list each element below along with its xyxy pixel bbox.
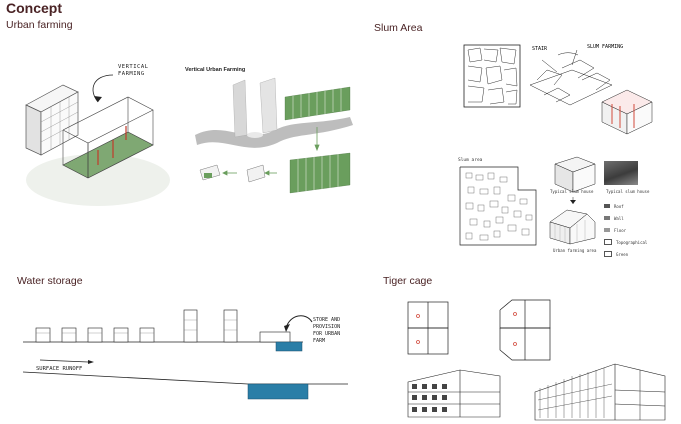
legend-item: Topographical bbox=[604, 236, 647, 248]
section-label-tiger-cage: Tiger cage bbox=[383, 275, 432, 287]
slum-note-farming: SLUM FARMING bbox=[587, 44, 623, 50]
slum-house-label: Typical slum house bbox=[550, 189, 593, 194]
tiger-cage-buildings bbox=[400, 362, 680, 422]
legend-swatch bbox=[604, 216, 610, 220]
legend-label: Floor bbox=[614, 228, 626, 233]
section-label-urban-farming: Urban farming bbox=[6, 19, 73, 31]
vertical-urban-farming-render bbox=[185, 75, 365, 205]
legend-swatch bbox=[604, 239, 612, 245]
water-store-note: STORE AND PROVISION FOR URBAN FARM bbox=[313, 317, 347, 345]
vertical-urban-farming-title: Vertical Urban Farming bbox=[185, 67, 245, 73]
slum-house-photo bbox=[604, 161, 638, 185]
slum-plan-label: Slum area bbox=[458, 158, 482, 163]
legend-label: Topographical bbox=[616, 240, 647, 245]
slum-sketches-top: STAIR SLUM FARMING bbox=[462, 40, 662, 135]
slum-photo-label: Typical slum house bbox=[606, 189, 649, 194]
legend-swatch bbox=[604, 228, 610, 232]
legend-item: Green bbox=[604, 248, 647, 260]
vertical-farming-annotation: VERTICAL FARMING bbox=[118, 64, 168, 78]
slum-legend: Roof Wall Floor Topographical Green bbox=[604, 200, 647, 260]
page-title: Concept bbox=[6, 0, 62, 16]
urban-farming-area-label: Urban farming area bbox=[553, 248, 596, 253]
legend-label: Roof bbox=[614, 204, 624, 209]
slum-house-diagram bbox=[545, 152, 605, 252]
legend-label: Green bbox=[616, 252, 628, 257]
legend-item: Roof bbox=[604, 200, 647, 212]
urban-farming-iso-sketch bbox=[18, 70, 178, 220]
water-storage-section bbox=[18, 300, 348, 410]
section-label-water-storage: Water storage bbox=[17, 275, 83, 287]
legend-item: Floor bbox=[604, 224, 647, 236]
legend-label: Wall bbox=[614, 216, 624, 221]
slum-plan-diagram bbox=[458, 165, 538, 247]
legend-swatch bbox=[604, 251, 612, 257]
surface-runoff-label: SURFACE RUNOFF bbox=[36, 366, 82, 372]
legend-item: Wall bbox=[604, 212, 647, 224]
section-label-slum-area: Slum Area bbox=[374, 22, 422, 34]
legend-swatch bbox=[604, 204, 610, 208]
slum-note-stair: STAIR bbox=[532, 46, 548, 52]
